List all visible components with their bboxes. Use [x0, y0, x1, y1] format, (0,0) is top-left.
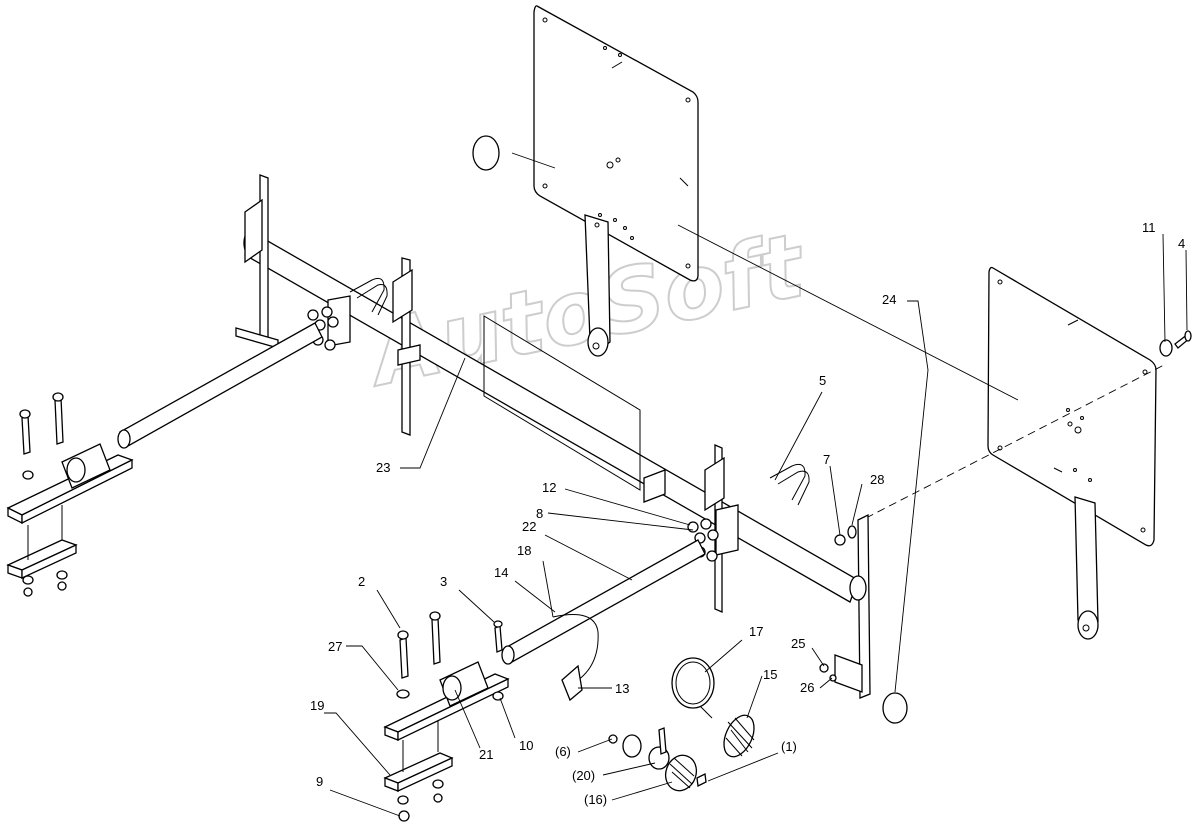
assembly-line-plates — [677, 224, 1019, 401]
round-reflector-upper — [472, 135, 556, 171]
callout-4: 4 — [1178, 236, 1185, 251]
front-arm-tube — [501, 539, 706, 665]
callout-5: 5 — [819, 373, 826, 388]
front-clamp-assembly — [383, 611, 510, 822]
callout-12: 12 — [542, 480, 556, 495]
callout-21: 21 — [479, 747, 493, 762]
callout-8: 8 — [536, 506, 543, 521]
lamp-assembly — [608, 727, 707, 792]
callout-19: 19 — [310, 698, 324, 713]
upper-plate-stem — [584, 214, 611, 357]
left-clamp-assembly — [6, 392, 134, 597]
callout-11: 11 — [1142, 220, 1156, 235]
right-end-post — [834, 513, 908, 724]
callout-6: (6) — [555, 744, 571, 759]
callout-14: 14 — [494, 565, 508, 580]
lower-plate-stem — [1074, 496, 1099, 640]
callout-7: 7 — [823, 452, 830, 467]
lower-mounting-plate — [987, 266, 1157, 547]
callout-labels: (1) 2 3 4 5 (6) 7 8 9 10 11 12 13 14 15 … — [310, 220, 1185, 807]
callout-20: (20) — [572, 768, 595, 783]
callout-27: 27 — [328, 639, 342, 654]
callout-22: 22 — [522, 519, 536, 534]
callout-10: 10 — [519, 738, 533, 753]
reflector-15 — [723, 714, 755, 758]
upper-mounting-plate — [533, 5, 699, 282]
callout-16: (16) — [584, 792, 607, 807]
rear-left-bracket — [235, 174, 279, 349]
small-fasteners — [819, 525, 857, 682]
middle-bracket — [392, 257, 421, 436]
callout-13: 13 — [615, 681, 629, 696]
callout-28: 28 — [870, 472, 884, 487]
callout-15: 15 — [763, 667, 777, 682]
leader-lines — [324, 233, 1188, 817]
callout-17: 17 — [749, 624, 763, 639]
upper-nuts — [307, 306, 339, 351]
callout-3: 3 — [440, 574, 447, 589]
bolt-4 — [1174, 330, 1192, 349]
plate-bracket-outline — [483, 315, 666, 503]
callout-23: 23 — [376, 460, 390, 475]
cable-and-clip — [552, 614, 599, 702]
callout-26: 26 — [800, 680, 814, 695]
callout-1: (1) — [781, 739, 797, 754]
hose-clamp-17 — [671, 657, 715, 719]
callout-25: 25 — [791, 636, 805, 651]
callout-18: 18 — [517, 543, 531, 558]
callout-9: 9 — [316, 774, 323, 789]
left-arm-tube — [117, 322, 323, 449]
callout-2: 2 — [358, 574, 365, 589]
washer-11 — [1159, 339, 1173, 357]
u-bolt-upper — [327, 277, 388, 347]
callout-24: 24 — [882, 292, 896, 307]
front-center-bracket — [704, 444, 810, 613]
